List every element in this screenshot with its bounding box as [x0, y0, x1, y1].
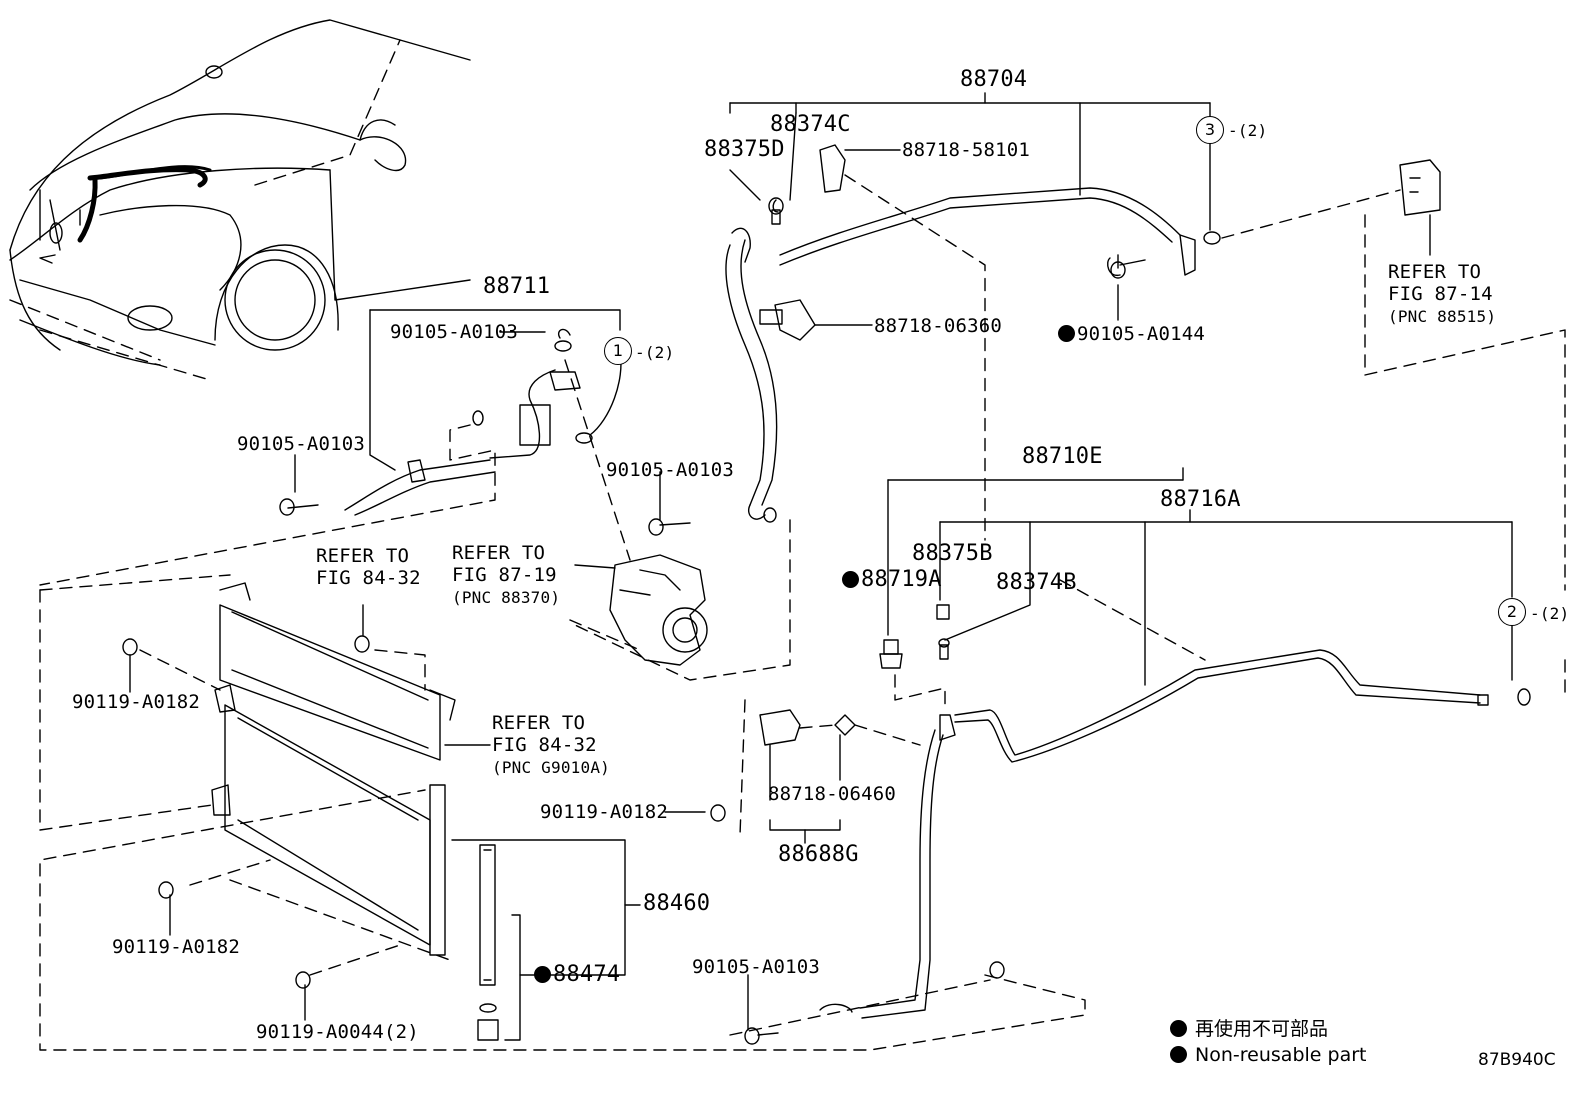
- hose-88716A: [819, 649, 1489, 1019]
- label-88688G: 88688G: [778, 842, 859, 867]
- callout-circle-1: 1: [604, 337, 632, 365]
- dashed-right-boundary: [1364, 214, 1566, 701]
- condenser-88460: [211, 684, 446, 956]
- bolt-shaft-c: [659, 522, 691, 526]
- legend-jp: 再使用不可部品: [1170, 1018, 1328, 1040]
- figure-code: 87B940C: [1478, 1050, 1556, 1070]
- o-ring-1b: [472, 410, 484, 426]
- bolt-head-c: [648, 518, 664, 536]
- valve-88374B: [938, 638, 950, 660]
- car-outline: [9, 19, 471, 366]
- callout-3-qty: -(2): [1228, 121, 1268, 140]
- compressor: [609, 554, 708, 666]
- car-dashed-leaders: [9, 39, 401, 381]
- label-88711: 88711: [483, 274, 551, 299]
- bolt-head-b: [279, 498, 295, 516]
- non-reusable-dot: [1058, 325, 1075, 342]
- refer-84-32-line1: REFER TO: [316, 545, 410, 567]
- refer-87-14-pnc: (PNC 88515): [1388, 307, 1497, 326]
- o-ring-bottom: [989, 961, 1005, 979]
- label-90119-A0182-c: 90119-A0182: [540, 801, 669, 823]
- refer-84-32b-line1: REFER TO: [492, 712, 586, 734]
- callout-circle-3: 3: [1196, 116, 1224, 144]
- bracket-88710E: [887, 467, 1513, 686]
- label-88374C: 88374C: [770, 112, 851, 137]
- hose-88704: [725, 92, 1221, 523]
- label-88460: 88460: [643, 891, 711, 916]
- label-90119-A0044: 90119-A0044(2): [256, 1021, 419, 1043]
- leader-88374C: [789, 112, 797, 201]
- non-reusable-dot: [534, 966, 551, 983]
- label-88474: 88474: [534, 963, 620, 987]
- desiccant-88474: [477, 844, 499, 1041]
- leader-refer-87-19: [574, 564, 616, 569]
- bolt-head-refer: [354, 635, 370, 653]
- refer-84-32-line2: FIG 84-32: [316, 567, 421, 589]
- legend-dot: [1170, 1046, 1187, 1063]
- hose-88716A-leaders: [39, 579, 1206, 1051]
- compressor-leaders: [569, 619, 641, 651]
- label-90105-A0103-d: 90105-A0103: [692, 956, 821, 978]
- o-ring-1: [575, 432, 593, 444]
- legend-dot: [1170, 1020, 1187, 1037]
- bolt-head-b2: [158, 881, 174, 899]
- hose-88711: [344, 309, 621, 516]
- cap-88375B: [936, 604, 950, 620]
- radiator-upper: [219, 582, 456, 761]
- label-88704: 88704: [960, 67, 1028, 92]
- switch-88719A: [879, 639, 903, 669]
- bolt-shaft-b: [287, 504, 319, 509]
- bolt-head-e: [295, 971, 311, 989]
- refer-87-14-line2: FIG 87-14: [1388, 283, 1493, 305]
- clamp-88688G: [759, 709, 856, 844]
- label-88718-06460: 88718-06460: [768, 783, 897, 805]
- callout-2-qty: -(2): [1530, 604, 1570, 623]
- label-88375D: 88375D: [704, 137, 785, 162]
- label-88719A: 88719A: [842, 568, 942, 592]
- refer-87-19-line1: REFER TO: [452, 542, 546, 564]
- refer-87-14-line1: REFER TO: [1388, 261, 1482, 283]
- callout-circle-2: 2: [1498, 598, 1526, 626]
- hose-88711-leaders: [39, 359, 631, 586]
- bolt-head-mid: [710, 804, 726, 822]
- label-90119-A0182-a: 90119-A0182: [72, 691, 201, 713]
- bolt-head-a: [122, 638, 138, 656]
- refer-84-32b-pnc: (PNC G9010A): [492, 758, 610, 777]
- bolt-head-0144: [1110, 261, 1126, 279]
- refer-84-32b-line2: FIG 84-32: [492, 734, 597, 756]
- label-88710E: 88710E: [1022, 444, 1103, 469]
- label-88374B: 88374B: [996, 570, 1077, 595]
- bolt-head-d: [744, 1027, 760, 1045]
- callout-1-qty: -(2): [635, 343, 675, 362]
- bracket-88460: [451, 839, 641, 1041]
- label-90119-A0182-b: 90119-A0182: [112, 936, 241, 958]
- condenser-leaders: [39, 574, 451, 976]
- non-reusable-dot: [842, 571, 859, 588]
- label-88375B: 88375B: [912, 541, 993, 566]
- o-ring-2: [1517, 688, 1531, 706]
- label-90105-A0103-b: 90105-A0103: [237, 433, 366, 455]
- label-90105-A0103-c: 90105-A0103: [606, 459, 735, 481]
- clamp-leaders: [739, 699, 836, 836]
- refer-87-19-pnc: (PNC 88370): [452, 588, 561, 607]
- bolt-shaft-d: [757, 1032, 779, 1036]
- leader-88375D: [729, 169, 761, 201]
- label-88718-06360: 88718-06360: [874, 315, 1003, 337]
- hose-88704-leaders: [574, 174, 1401, 681]
- label-88716A: 88716A: [1160, 487, 1241, 512]
- legend-en: Non-reusable part: [1170, 1044, 1366, 1066]
- label-88718-58101: 88718-58101: [902, 139, 1031, 161]
- refer-87-14-part: [1399, 159, 1441, 256]
- label-90105-A0103-a: 90105-A0103: [390, 321, 519, 343]
- refer-87-19-line2: FIG 87-19: [452, 564, 557, 586]
- label-90105-A0144: 90105-A0144: [1058, 324, 1205, 344]
